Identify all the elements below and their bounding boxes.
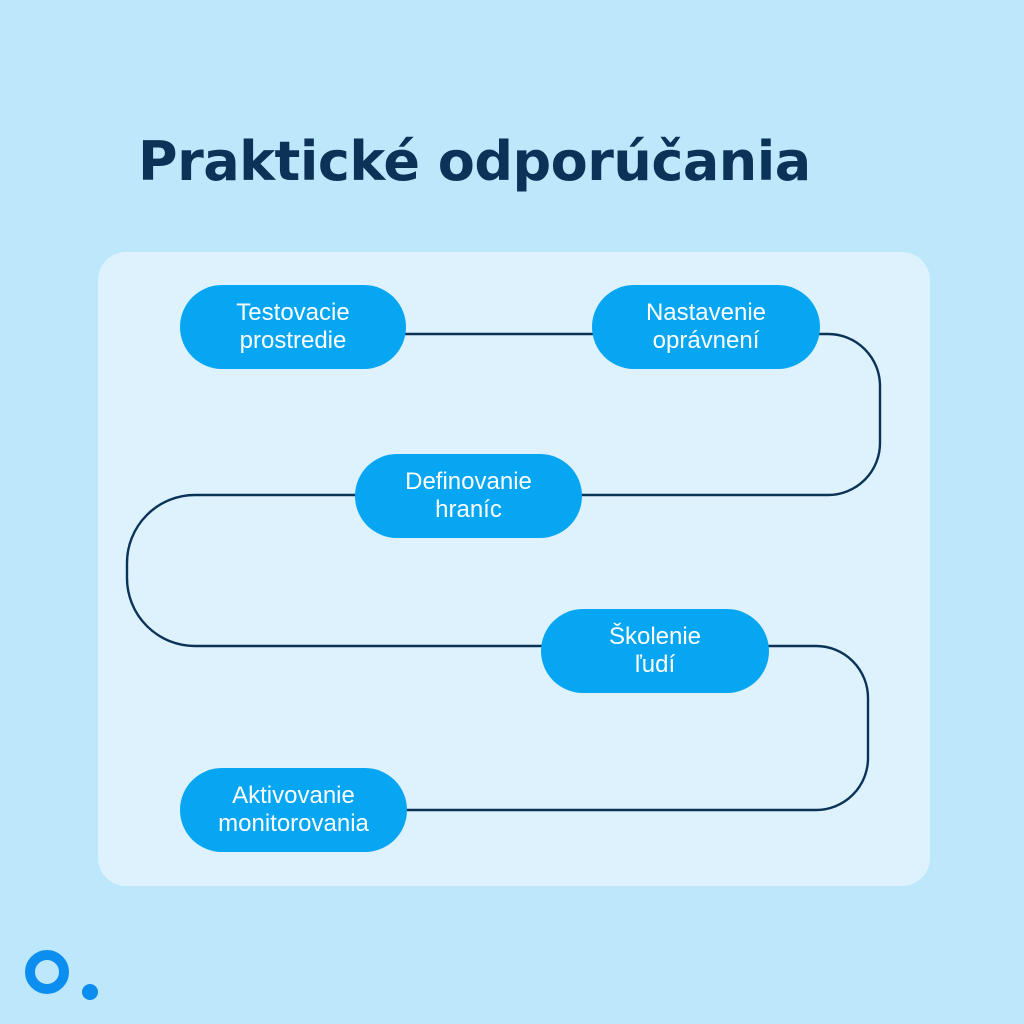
step-permission-settings: Nastavenie oprávnení: [592, 285, 820, 369]
step-label-line1: Nastavenie: [645, 299, 767, 326]
step-label-line1: Školenie: [608, 623, 702, 650]
step-people-training: Školenie ľudí: [541, 609, 769, 693]
step-activating-monitoring: Aktivovanie monitorovania: [180, 768, 407, 852]
step-label-line2: ľudí: [634, 651, 676, 678]
step-label-line1: Testovacie: [236, 299, 350, 326]
step-label-line1: Definovanie: [405, 468, 532, 495]
step-label-line2: hraníc: [435, 496, 502, 523]
step-label-line2: monitorovania: [218, 810, 369, 837]
step-testing-environment: Testovacie prostredie: [180, 285, 406, 369]
step-label-line2: prostredie: [239, 327, 347, 354]
step-label-line2: oprávnení: [652, 327, 760, 354]
step-label-line1: Aktivovanie: [232, 782, 355, 809]
step-defining-boundaries: Definovanie hraníc: [355, 454, 582, 538]
page-title: Praktické odporúčania: [138, 130, 811, 193]
ring-and-dot-logo-icon: [25, 950, 98, 1000]
